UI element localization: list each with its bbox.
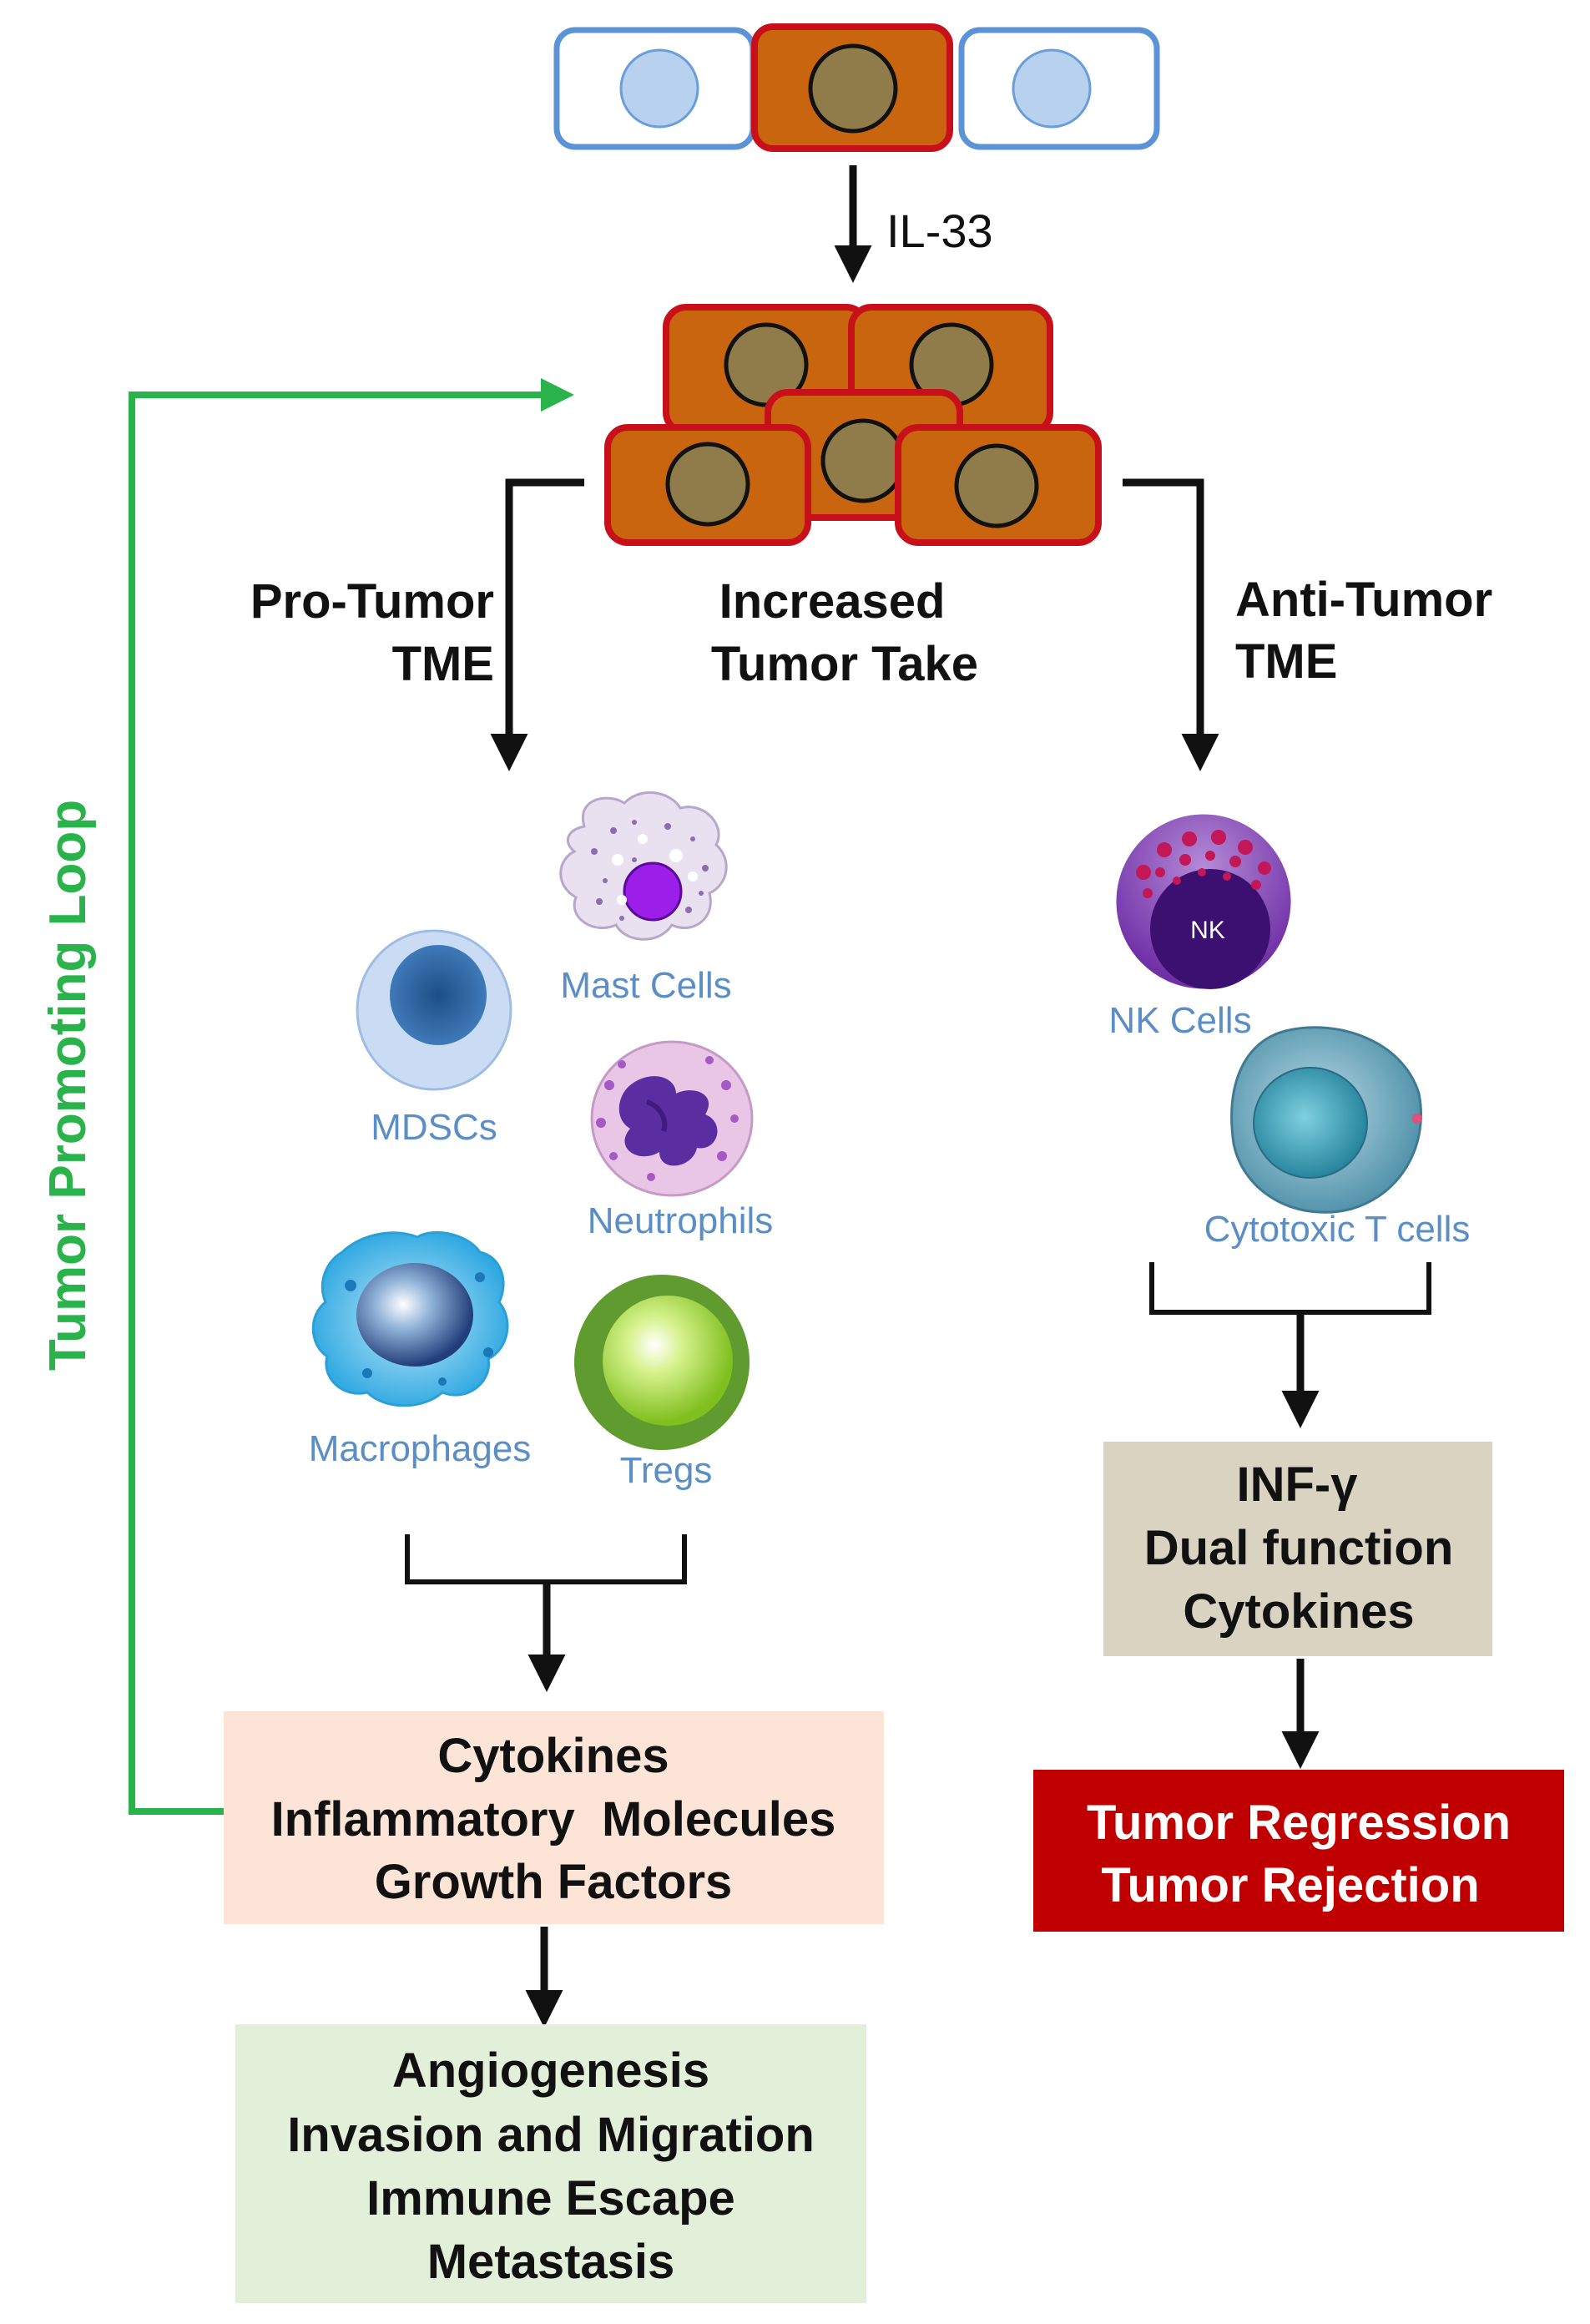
tumor-promoting-loop-arrow	[129, 378, 574, 1815]
anti-tumor-arrow	[1123, 478, 1219, 771]
nk-badge: NK	[1190, 917, 1225, 944]
outcomes-line-2: Invasion and Migration	[287, 2108, 815, 2162]
increased-label-1: Increased	[719, 574, 946, 629]
cytotoxic-t-cells-label: Cytotoxic T cells	[1204, 1209, 1471, 1250]
tregs-icon	[574, 1275, 750, 1450]
tumor-nucleus-top	[808, 43, 898, 134]
mdscs-label: MDSCs	[371, 1107, 497, 1148]
pro-tumor-label-2: TME	[392, 637, 494, 691]
neutrophils-label: Neutrophils	[588, 1200, 774, 1241]
outcomes-line-3: Immune Escape	[366, 2171, 735, 2225]
macrophages-label: Macrophages	[309, 1428, 532, 1469]
nk-cells-label: NK Cells	[1108, 1000, 1251, 1041]
regression-line-2: Tumor Rejection	[1101, 1858, 1479, 1912]
anti-tumor-bracket	[1149, 1262, 1431, 1315]
mast-cells-label: Mast Cells	[560, 965, 731, 1006]
inf-line-2: Dual function	[1144, 1521, 1454, 1575]
tumor-cluster	[604, 304, 1102, 546]
cytokines-line-1: Cytokines	[437, 1729, 669, 1783]
outcomes-box	[235, 2024, 866, 2303]
pro-tumor-label-1: Pro-Tumor	[250, 574, 494, 629]
top-cell-row	[553, 23, 1160, 152]
anti-tumor-label-1: Anti-Tumor	[1235, 573, 1492, 627]
tumor-promoting-loop-label: Tumor Promoting Loop	[39, 800, 97, 1371]
normal-nucleus-right	[1012, 48, 1092, 129]
nk-cell-icon	[1113, 811, 1294, 992]
macrophage-icon	[311, 1230, 509, 1407]
outcomes-line-4: Metastasis	[427, 2235, 675, 2289]
pro-tumor-bracket	[405, 1534, 687, 1584]
inf-line-3: Cytokines	[1183, 1584, 1414, 1639]
normal-nucleus-left	[619, 48, 699, 129]
mast-cell-icon	[559, 791, 728, 941]
regression-box	[1033, 1770, 1564, 1932]
cytokines-line-2: Inflammatory Molecules	[271, 1792, 836, 1847]
pro-tumor-arrow	[490, 478, 584, 771]
cytokines-line-3: Growth Factors	[375, 1855, 733, 1909]
increased-label-2: Tumor Take	[711, 637, 978, 691]
inf-line-1: INF-γ	[1237, 1458, 1359, 1512]
anti-tumor-label-2: TME	[1235, 634, 1337, 689]
cytotoxic-t-cell-icon	[1230, 1026, 1422, 1214]
cytokines-box	[224, 1711, 884, 1924]
regression-line-1: Tumor Regression	[1087, 1796, 1511, 1850]
outcomes-line-1: Angiogenesis	[392, 2044, 709, 2098]
tregs-label: Tregs	[620, 1450, 713, 1491]
inf-box	[1103, 1442, 1492, 1656]
neutrophil-icon	[590, 1040, 754, 1197]
mdsc-icon	[356, 929, 512, 1091]
il33-label: IL-33	[886, 205, 993, 257]
